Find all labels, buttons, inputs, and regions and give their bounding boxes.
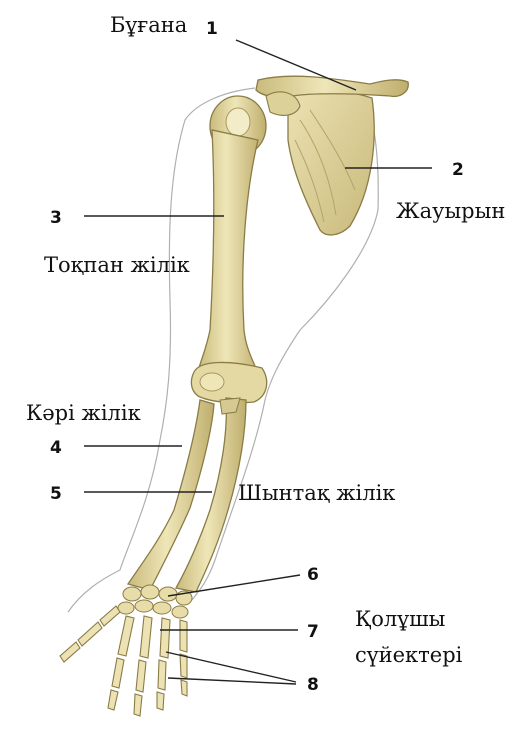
humerus-bone xyxy=(198,130,260,378)
label-clavicle: Бұғана xyxy=(110,13,187,37)
number-5: 5 xyxy=(50,484,62,504)
label-humerus: Тоқпан жілік xyxy=(44,253,190,277)
number-1: 1 xyxy=(206,19,218,39)
label-scapula: Жауырын xyxy=(396,199,505,223)
hand-bones xyxy=(60,606,187,716)
number-2: 2 xyxy=(452,160,464,180)
carpal-bones xyxy=(118,585,192,618)
number-7: 7 xyxy=(307,622,319,642)
number-3: 3 xyxy=(50,208,62,228)
label-hand-line1: Қолұшы xyxy=(355,607,445,631)
label-hand-line2: сүйектері xyxy=(355,643,463,667)
scapula-bone xyxy=(288,90,374,235)
number-4: 4 xyxy=(50,438,62,458)
label-ulna: Шынтақ жілік xyxy=(238,481,395,505)
label-radius: Кәрі жілік xyxy=(26,401,141,425)
number-6: 6 xyxy=(307,565,319,585)
number-8: 8 xyxy=(307,675,319,695)
